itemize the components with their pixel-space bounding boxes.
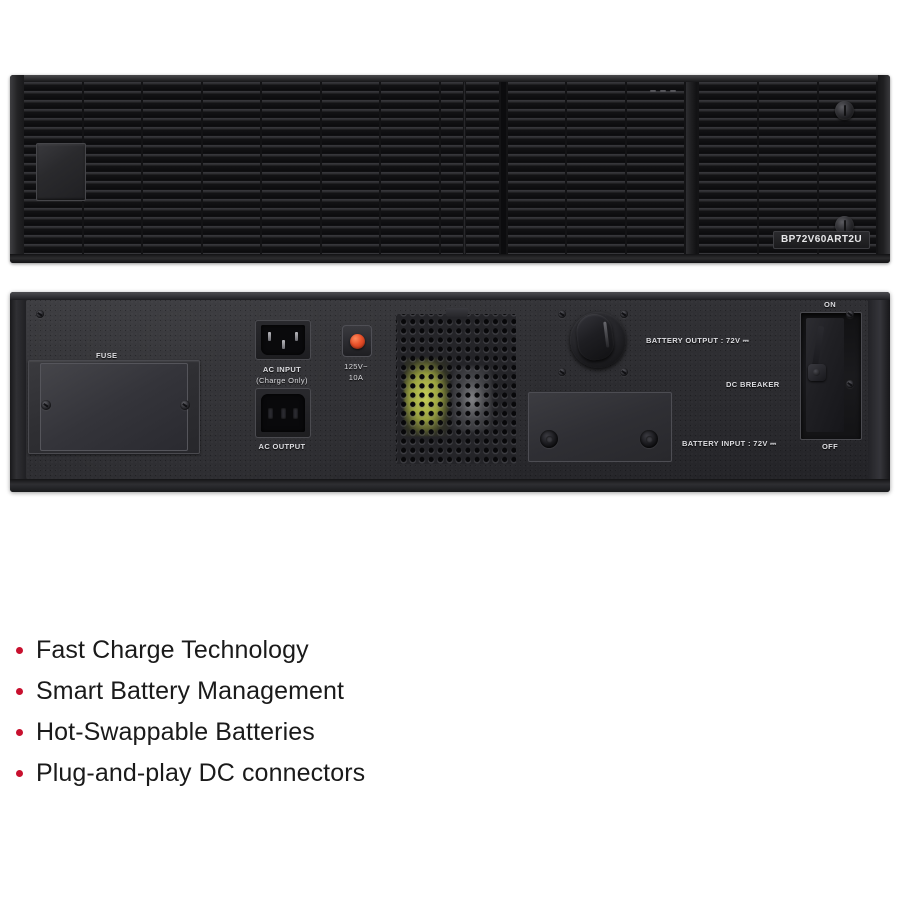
front-thumbscrew-bottom[interactable] bbox=[835, 216, 854, 235]
grille-column bbox=[202, 82, 261, 254]
battery-input-dc-connector-left[interactable] bbox=[540, 430, 558, 448]
list-item: Plug-and-play DC connectors bbox=[16, 759, 716, 787]
feature-label: Smart Battery Management bbox=[36, 677, 345, 705]
ups-rear-panel-view: FUSE AC INPUT (Charge Only) AC OUTPUT 12… bbox=[10, 292, 890, 492]
battery-input-label: BATTERY INPUT : 72V ⎓ bbox=[682, 439, 777, 448]
battery-output-connector[interactable] bbox=[570, 311, 626, 368]
grille-column bbox=[507, 82, 566, 254]
grille-column bbox=[567, 82, 625, 254]
vent-grille-tab bbox=[446, 308, 468, 317]
bullet-dot-icon bbox=[16, 647, 23, 654]
grille-module-gap bbox=[500, 82, 506, 254]
list-item: Smart Battery Management bbox=[16, 677, 716, 705]
grille-column bbox=[262, 82, 320, 254]
bullet-dot-icon bbox=[16, 688, 23, 695]
bullet-dot-icon bbox=[16, 729, 23, 736]
rear-corner-screw-top-right bbox=[846, 310, 854, 318]
battery-input-dc-connector-right[interactable] bbox=[640, 430, 658, 448]
front-bezel-bottom-edge bbox=[10, 254, 890, 263]
dc-breaker-stem bbox=[811, 325, 825, 369]
feature-label: Hot-Swappable Batteries bbox=[36, 718, 315, 746]
dc-breaker-rocker bbox=[806, 318, 844, 432]
rear-left-mounting-ear bbox=[10, 300, 26, 479]
c13-slot-neutral bbox=[293, 408, 298, 419]
c14-pin-line bbox=[268, 332, 271, 341]
c13-slot-line bbox=[268, 408, 273, 419]
front-bezel-top-edge bbox=[10, 75, 890, 82]
bullet-dot-icon bbox=[16, 770, 23, 777]
front-enclosure-seam bbox=[463, 82, 466, 254]
dc-breaker-lever-handle[interactable] bbox=[808, 364, 826, 381]
grille-column bbox=[441, 82, 499, 254]
battery-output-screw-bl bbox=[558, 368, 566, 376]
breaker-rating-line1: 125V~ bbox=[344, 362, 368, 371]
breaker-button-cap bbox=[349, 333, 365, 349]
c13-outlet-body bbox=[261, 394, 305, 432]
rear-bottom-edge bbox=[10, 479, 890, 492]
grille-column bbox=[143, 82, 201, 254]
model-number-badge: BP72V60ART2U bbox=[773, 231, 870, 249]
grille-column bbox=[83, 82, 142, 254]
fuse-access-plate[interactable] bbox=[40, 363, 188, 451]
dc-breaker-label: DC BREAKER bbox=[726, 380, 780, 389]
feature-label: Fast Charge Technology bbox=[36, 636, 309, 664]
product-feature-list: Fast Charge Technology Smart Battery Man… bbox=[16, 636, 716, 800]
battery-output-screw-br bbox=[620, 368, 628, 376]
feature-label: Plug-and-play DC connectors bbox=[36, 759, 366, 787]
battery-output-label: BATTERY OUTPUT : 72V ⎓ bbox=[646, 336, 750, 345]
grille-column bbox=[758, 82, 817, 254]
fuse-label: FUSE bbox=[96, 351, 118, 360]
ups-front-panel-view: BP72V60ART2U bbox=[10, 75, 890, 263]
dc-breaker-on-label: ON bbox=[824, 300, 836, 309]
grille-column bbox=[381, 82, 440, 254]
ac-input-label-line1: AC INPUT bbox=[262, 365, 302, 374]
rear-ventilation-grille bbox=[396, 314, 516, 464]
fuse-screw-right[interactable] bbox=[180, 400, 190, 410]
battery-output-screw-tr bbox=[620, 310, 628, 318]
rear-top-edge bbox=[10, 292, 890, 300]
product-image-stage: BP72V60ART2U FUSE AC INPUT (Charge Only) bbox=[0, 0, 900, 560]
fuse-screw-left[interactable] bbox=[41, 400, 51, 410]
c14-pin-neutral bbox=[295, 332, 298, 341]
circuit-breaker-reset-button[interactable] bbox=[342, 325, 372, 357]
c13-slot-ground bbox=[280, 408, 286, 419]
grille-column bbox=[626, 82, 685, 254]
front-ventilation-grille bbox=[24, 82, 878, 254]
c14-inlet-body bbox=[261, 325, 305, 355]
front-thumbscrew-top[interactable] bbox=[835, 101, 854, 120]
ac-input-inlet-c14[interactable] bbox=[255, 320, 311, 360]
ac-output-outlet-c13[interactable] bbox=[255, 388, 311, 438]
rear-side-screw-right bbox=[846, 380, 854, 388]
rear-right-mounting-ear bbox=[868, 300, 890, 479]
rear-corner-screw-top-left bbox=[36, 310, 44, 318]
ac-output-label: AC OUTPUT bbox=[258, 442, 306, 451]
dc-breaker-off-label: OFF bbox=[821, 442, 839, 451]
grille-vertical-divider bbox=[686, 82, 698, 254]
dc-breaker-switch[interactable] bbox=[800, 312, 862, 440]
c14-pin-ground bbox=[281, 340, 285, 349]
front-bezel-right-edge bbox=[878, 75, 890, 263]
list-item: Hot-Swappable Batteries bbox=[16, 718, 716, 746]
ac-input-label-line2: (Charge Only) bbox=[256, 376, 308, 385]
list-item: Fast Charge Technology bbox=[16, 636, 716, 664]
vent-hole-pattern bbox=[396, 314, 516, 464]
front-indicator-slots bbox=[650, 90, 676, 92]
battery-input-plate bbox=[528, 392, 672, 462]
front-bezel-left-edge bbox=[10, 75, 24, 263]
battery-output-screw-tl bbox=[558, 310, 566, 318]
front-recessed-window-panel bbox=[36, 143, 86, 201]
grille-column bbox=[699, 82, 757, 254]
breaker-rating-line2: 10A bbox=[348, 373, 364, 382]
grille-column bbox=[321, 82, 380, 254]
